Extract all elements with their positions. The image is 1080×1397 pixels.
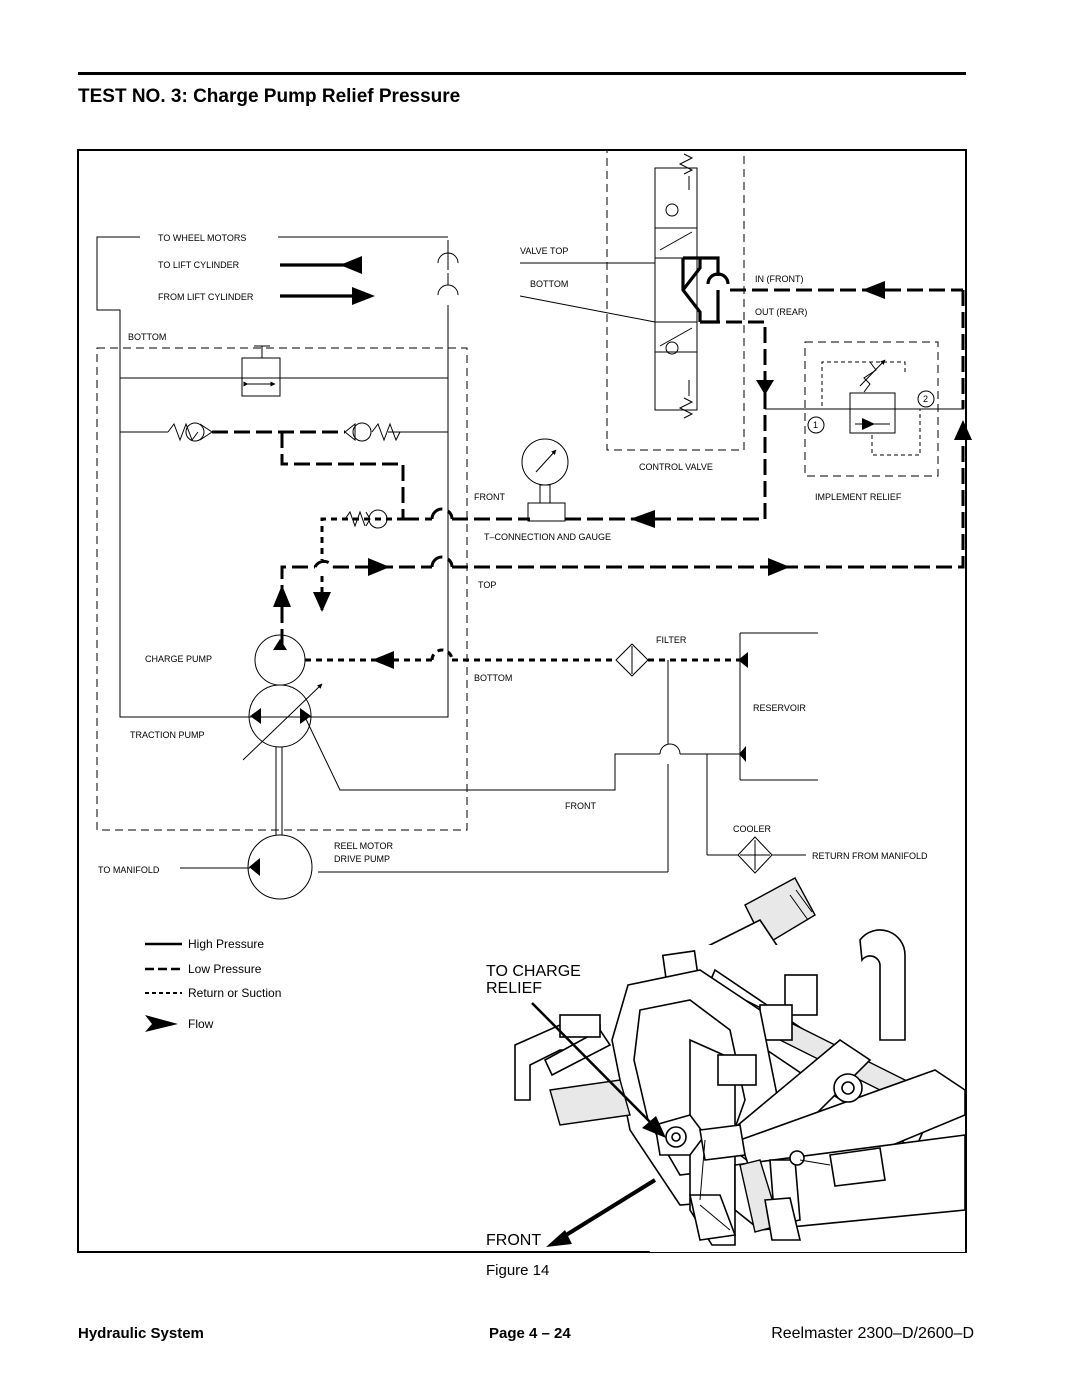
pump-enclosure — [96, 347, 468, 831]
bypass-valve — [241, 345, 281, 397]
charge-relief-pointer — [531, 1002, 659, 1131]
label-charge-pump: CHARGE PUMP — [145, 654, 212, 664]
legend-flow-label: Flow — [188, 1017, 214, 1031]
charge-pump-illustration — [514, 877, 966, 1252]
legend-return-label: Return or Suction — [188, 986, 281, 1000]
callout-front: FRONT — [486, 1232, 541, 1249]
reservoir — [739, 632, 818, 781]
label-valve-top: VALVE TOP — [520, 246, 568, 256]
label-from-lift-cylinder: FROM LIFT CYLINDER — [158, 292, 254, 302]
legend-high-pressure-label: High Pressure — [188, 937, 264, 951]
label-cooler: COOLER — [733, 824, 772, 834]
label-front-2: FRONT — [565, 801, 596, 811]
callout-relief: RELIEF — [486, 980, 542, 997]
label-filter: FILTER — [656, 635, 687, 645]
label-bottom-2: BOTTOM — [474, 673, 512, 683]
return-suction-lines — [305, 517, 748, 669]
page-title: TEST NO. 3: Charge Pump Relief Pressure — [78, 86, 461, 107]
control-valve — [606, 149, 745, 451]
label-implement-relief: IMPLEMENT RELIEF — [815, 492, 902, 502]
label-bottom: BOTTOM — [128, 332, 166, 342]
pressure-gauge — [521, 438, 569, 522]
legend-flow-arrow-icon — [145, 1015, 178, 1032]
label-traction-pump: TRACTION PUMP — [130, 730, 205, 740]
header-rule — [78, 72, 966, 75]
cooler — [737, 836, 773, 874]
label-control-valve: CONTROL VALVE — [639, 462, 713, 472]
label-reel-motor: REEL MOTOR — [334, 841, 394, 851]
label-to-wheel-motors: TO WHEEL MOTORS — [158, 233, 246, 243]
check-valves — [167, 422, 401, 529]
label-port-1: 1 — [813, 420, 818, 430]
legend-low-pressure-label: Low Pressure — [188, 962, 262, 976]
front-arrow-icon — [546, 1230, 572, 1247]
label-reservoir: RESERVOIR — [753, 703, 806, 713]
charge-relief-arrow-icon — [642, 1116, 666, 1138]
label-front: FRONT — [474, 492, 505, 502]
label-out-rear: OUT (REAR) — [755, 307, 807, 317]
label-port-2: 2 — [923, 394, 928, 404]
pumps — [242, 634, 323, 900]
low-pressure-lines — [212, 281, 972, 645]
footer-section-title: Hydraulic System — [78, 1325, 204, 1342]
front-pointer — [556, 1178, 657, 1242]
label-to-lift-cylinder: TO LIFT CYLINDER — [158, 260, 240, 270]
footer-manual-title: Reelmaster 2300–D/2600–D — [771, 1325, 974, 1342]
footer-page-number: Page 4 – 24 — [489, 1325, 571, 1342]
callout-to-charge: TO CHARGE — [486, 963, 581, 980]
label-t-connection-gauge: T–CONNECTION AND GAUGE — [484, 532, 611, 542]
label-drive-pump: DRIVE PUMP — [334, 854, 390, 864]
label-valve-bottom: BOTTOM — [530, 279, 568, 289]
legend: High Pressure Low Pressure Return or Suc… — [145, 937, 281, 1032]
figure-caption: Figure 14 — [486, 1262, 550, 1279]
label-return-from-manifold: RETURN FROM MANIFOLD — [812, 851, 928, 861]
thin-lines — [96, 236, 964, 873]
label-top: TOP — [478, 580, 496, 590]
figure-frame — [77, 149, 967, 1253]
filter — [615, 643, 649, 677]
label-to-manifold: TO MANIFOLD — [98, 865, 160, 875]
implement-relief — [804, 341, 939, 477]
label-in-front: IN (FRONT) — [755, 274, 804, 284]
high-pressure-lines — [280, 256, 730, 324]
